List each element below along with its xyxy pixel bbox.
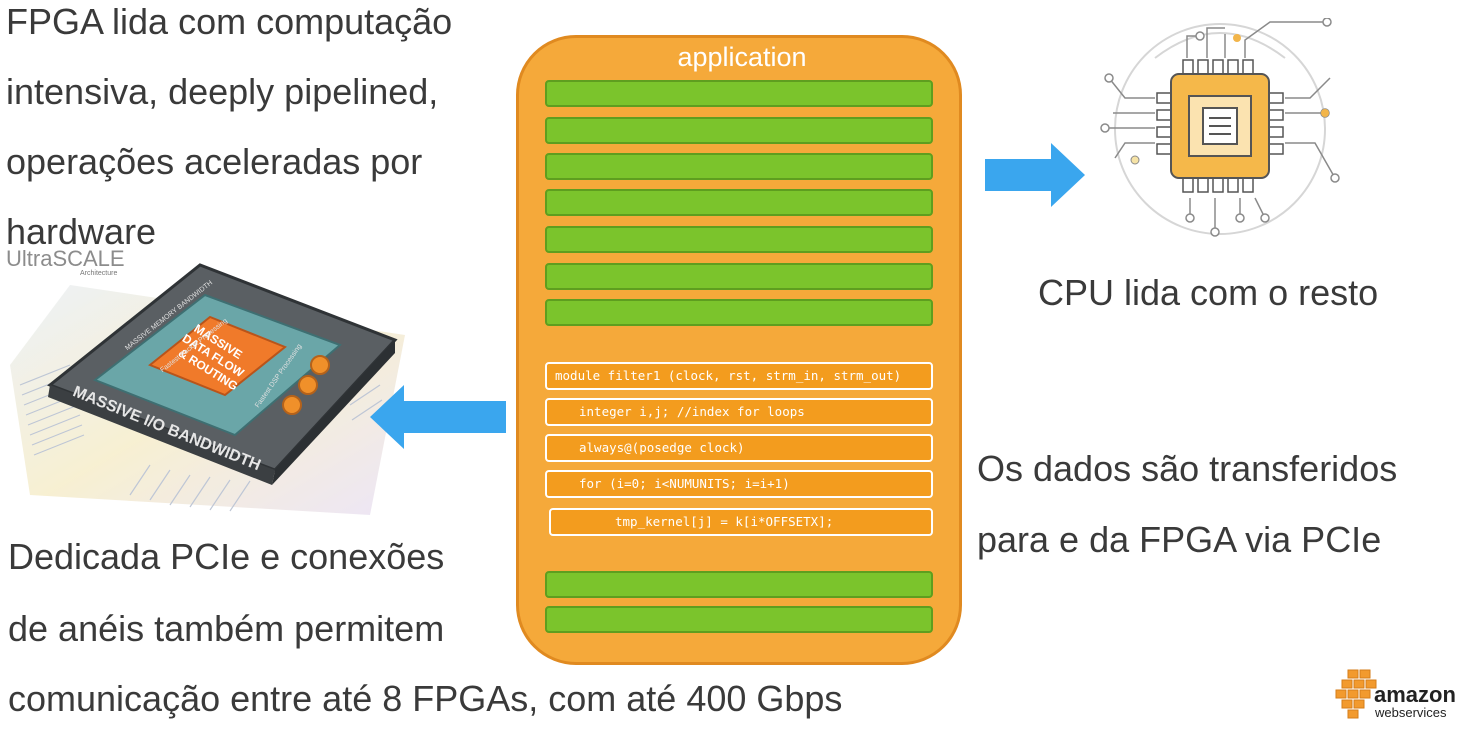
application-title: application	[677, 42, 807, 72]
cpu-text: CPU lida com o resto	[1038, 272, 1379, 313]
green-block-6	[545, 263, 933, 290]
fpga-chip-illustration: MASSIVE DATA FLOW & ROUTING MASSIVE I/O …	[10, 263, 405, 515]
fpga-text-line-4: hardware	[6, 211, 157, 252]
green-block-4	[545, 189, 933, 216]
code-line-2: integer i,j; //index for loops	[545, 398, 933, 426]
transfer-text-line-2: para e da FPGA via PCIe	[977, 519, 1382, 560]
pcie-text-line-2: de anéis também permitem	[8, 608, 445, 649]
green-block-1	[545, 80, 933, 107]
ultrascale-logo-subtitle: Architecture	[80, 270, 118, 277]
cpu-icon	[1100, 18, 1340, 237]
pcie-text-line-1: Dedicada PCIe e conexões	[8, 536, 445, 577]
fpga-text-line-2: intensiva, deeply pipelined,	[6, 71, 439, 112]
code-line-4: for (i=0; i<NUMUNITS; i=i+1)	[545, 470, 933, 498]
code-line-5: tmp_kernel[j] = k[i*OFFSETX];	[549, 508, 933, 536]
green-block-2	[545, 117, 933, 144]
green-block-5	[545, 226, 933, 253]
green-block-7	[545, 299, 933, 326]
transfer-text-line-1: Os dados são transferidos	[977, 448, 1398, 489]
fpga-text-line-3: operações aceleradas por	[6, 141, 423, 182]
code-line-1: module filter1 (clock, rst, strm_in, str…	[545, 362, 933, 390]
aws-logo-name: amazon	[1374, 682, 1456, 707]
green-block-8	[545, 571, 933, 598]
arrow-left-icon	[370, 385, 506, 449]
ultrascale-logo: UltraSCALE	[6, 246, 125, 271]
fpga-text-line-1: FPGA lida com computação	[6, 1, 453, 42]
aws-logo: amazon webservices	[1335, 669, 1456, 720]
arrow-right-icon	[985, 143, 1085, 207]
aws-logo-sub: webservices	[1374, 705, 1447, 720]
pcie-text-line-3: comunicação entre até 8 FPGAs, com até 4…	[8, 678, 843, 719]
green-block-9	[545, 606, 933, 633]
green-block-3	[545, 153, 933, 180]
application-panel: application module filter1 (clock, rst, …	[516, 35, 962, 665]
code-line-3: always@(posedge clock)	[545, 434, 933, 462]
